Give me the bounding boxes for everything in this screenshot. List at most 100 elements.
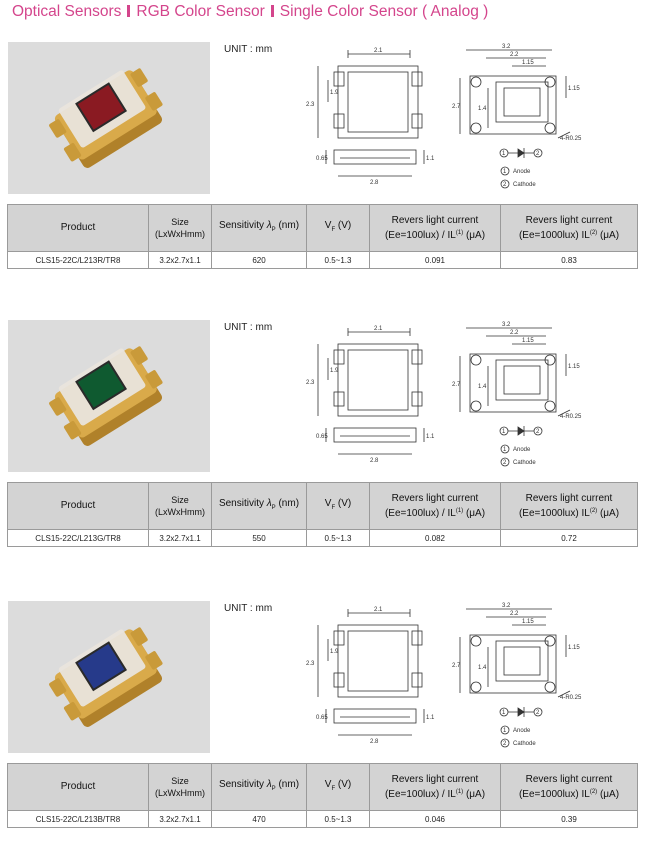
cell-vf: 0.5~1.3 xyxy=(306,529,370,547)
dim-0-65: 0.65 xyxy=(316,156,328,162)
dimension-drawing: 2.1 3.2 2.2 1.15 2.3 1.9 2.7 1.4 1.15 4-… xyxy=(306,322,582,467)
cell-size: 3.2x2.7x1.1 xyxy=(148,810,212,828)
header-product: Product xyxy=(7,204,149,252)
header-sensitivity: Sensitivity λP (nm) xyxy=(211,763,307,811)
dim-2-8: 2.8 xyxy=(370,458,379,464)
header-size: Size(LxWxHmm) xyxy=(148,204,212,252)
dim-3-2: 3.2 xyxy=(502,322,511,328)
header-rgb-color-sensor: RGB Color Sensor xyxy=(136,3,265,20)
pin-1-label: 1 xyxy=(502,710,506,716)
dimension-drawing: 2.1 3.2 2.2 1.15 2.3 1.9 2.7 1.4 1.15 4-… xyxy=(306,603,582,748)
smd-sensor-image xyxy=(49,68,163,168)
dim-2-7: 2.7 xyxy=(452,104,461,110)
pin-1-legend: 1 xyxy=(503,728,507,734)
dim-2-1: 2.1 xyxy=(374,326,383,332)
dim-1-1: 1.1 xyxy=(426,434,435,440)
spec-table: Product Size(LxWxHmm) Sensitivity λP (nm… xyxy=(7,763,638,828)
dim-radius: 4-R0.25 xyxy=(560,695,582,701)
page-header: Optical Sensors RGB Color Sensor Single Co… xyxy=(12,3,488,21)
dimension-drawing: 2.1 3.2 2.2 1.15 2.3 1.9 2.7 1.4 1.15 4-… xyxy=(306,44,582,189)
dim-radius: 4-R0.25 xyxy=(560,414,582,420)
dim-1-15-b: 1.15 xyxy=(568,86,580,92)
product-photo xyxy=(8,601,210,753)
dim-1-15: 1.15 xyxy=(522,60,534,66)
dim-1-9: 1.9 xyxy=(330,368,339,374)
header-reverse-current-1000lux: Revers light current(Ee=1000lux) IL(2) (… xyxy=(500,482,638,530)
pin-1-label: 1 xyxy=(502,429,506,435)
anode-label: Anode xyxy=(513,728,531,734)
dim-2-7: 2.7 xyxy=(452,663,461,669)
dim-2-3: 2.3 xyxy=(306,380,315,386)
product-photo xyxy=(8,42,210,194)
spec-table: Product Size(LxWxHmm) Sensitivity λP (nm… xyxy=(7,204,638,269)
table-row: CLS15-22C/L213B/TR8 3.2x2.7x1.1 470 0.5~… xyxy=(7,810,638,828)
sensor-chip xyxy=(77,644,125,689)
header-vf: VF (V) xyxy=(306,763,370,811)
dim-3-2: 3.2 xyxy=(502,44,511,50)
table-row: CLS15-22C/L213G/TR8 3.2x2.7x1.1 550 0.5~… xyxy=(7,529,638,547)
pin-2-label: 2 xyxy=(536,710,540,716)
dim-1-9: 1.9 xyxy=(330,649,339,655)
dim-radius: 4-R0.25 xyxy=(560,136,582,142)
header-separator xyxy=(127,5,131,17)
sensor-section-blue: UNIT : mm xyxy=(0,601,647,846)
pin-2-label: 2 xyxy=(536,429,540,435)
dim-0-65: 0.65 xyxy=(316,715,328,721)
anode-label: Anode xyxy=(513,447,531,453)
cell-product: CLS15-22C/L213R/TR8 xyxy=(7,251,149,269)
pin-1-legend: 1 xyxy=(503,447,507,453)
dim-0-65: 0.65 xyxy=(316,434,328,440)
dim-1-4: 1.4 xyxy=(478,665,487,671)
dim-1-1: 1.1 xyxy=(426,156,435,162)
dim-2-3: 2.3 xyxy=(306,102,315,108)
pin-2-legend: 2 xyxy=(503,460,507,466)
header-product: Product xyxy=(7,482,149,530)
pin-2-legend: 2 xyxy=(503,182,507,188)
dim-1-15: 1.15 xyxy=(522,338,534,344)
cell-il1: 0.046 xyxy=(369,810,501,828)
spec-table: Product Size(LxWxHmm) Sensitivity λP (nm… xyxy=(7,482,638,547)
pin-2-label: 2 xyxy=(536,151,540,157)
dim-2-2: 2.2 xyxy=(510,52,519,58)
header-vf: VF (V) xyxy=(306,204,370,252)
dim-1-4: 1.4 xyxy=(478,106,487,112)
dim-1-1: 1.1 xyxy=(426,715,435,721)
dim-1-15-b: 1.15 xyxy=(568,364,580,370)
header-vf: VF (V) xyxy=(306,482,370,530)
unit-label: UNIT : mm xyxy=(224,322,273,333)
header-optical-sensors: Optical Sensors xyxy=(12,3,122,20)
cell-sensitivity: 470 xyxy=(211,810,307,828)
cathode-label: Cathode xyxy=(513,182,536,188)
header-reverse-current-100lux: Revers light current(Ee=100lux) / IL(1) … xyxy=(369,482,501,530)
cell-il2: 0.39 xyxy=(500,810,638,828)
cell-il1: 0.091 xyxy=(369,251,501,269)
cell-vf: 0.5~1.3 xyxy=(306,251,370,269)
dim-2-2: 2.2 xyxy=(510,611,519,617)
sensor-chip xyxy=(77,85,125,130)
product-photo xyxy=(8,320,210,472)
header-separator xyxy=(270,5,274,17)
table-row: CLS15-22C/L213R/TR8 3.2x2.7x1.1 620 0.5~… xyxy=(7,251,638,269)
unit-label: UNIT : mm xyxy=(224,44,273,55)
anode-label: Anode xyxy=(513,169,531,175)
header-reverse-current-1000lux: Revers light current(Ee=1000lux) IL(2) (… xyxy=(500,763,638,811)
header-reverse-current-100lux: Revers light current(Ee=100lux) / IL(1) … xyxy=(369,204,501,252)
cell-product: CLS15-22C/L213B/TR8 xyxy=(7,810,149,828)
header-reverse-current-1000lux: Revers light current(Ee=1000lux) IL(2) (… xyxy=(500,204,638,252)
sensor-section-red: UNIT : mm xyxy=(0,42,647,287)
header-single-color-sensor: Single Color Sensor ( Analog ) xyxy=(279,3,489,20)
cell-sensitivity: 620 xyxy=(211,251,307,269)
dim-1-15: 1.15 xyxy=(522,619,534,625)
smd-sensor-image xyxy=(49,627,163,727)
dim-2-8: 2.8 xyxy=(370,180,379,186)
cell-size: 3.2x2.7x1.1 xyxy=(148,529,212,547)
pin-2-legend: 2 xyxy=(503,741,507,747)
dim-2-8: 2.8 xyxy=(370,739,379,745)
table-header-row: Product Size(LxWxHmm) Sensitivity λP (nm… xyxy=(7,482,638,530)
dim-2-1: 2.1 xyxy=(374,48,383,54)
pin-1-label: 1 xyxy=(502,151,506,157)
dim-1-4: 1.4 xyxy=(478,384,487,390)
dim-3-2: 3.2 xyxy=(502,603,511,609)
table-header-row: Product Size(LxWxHmm) Sensitivity λP (nm… xyxy=(7,763,638,811)
header-reverse-current-100lux: Revers light current(Ee=100lux) / IL(1) … xyxy=(369,763,501,811)
